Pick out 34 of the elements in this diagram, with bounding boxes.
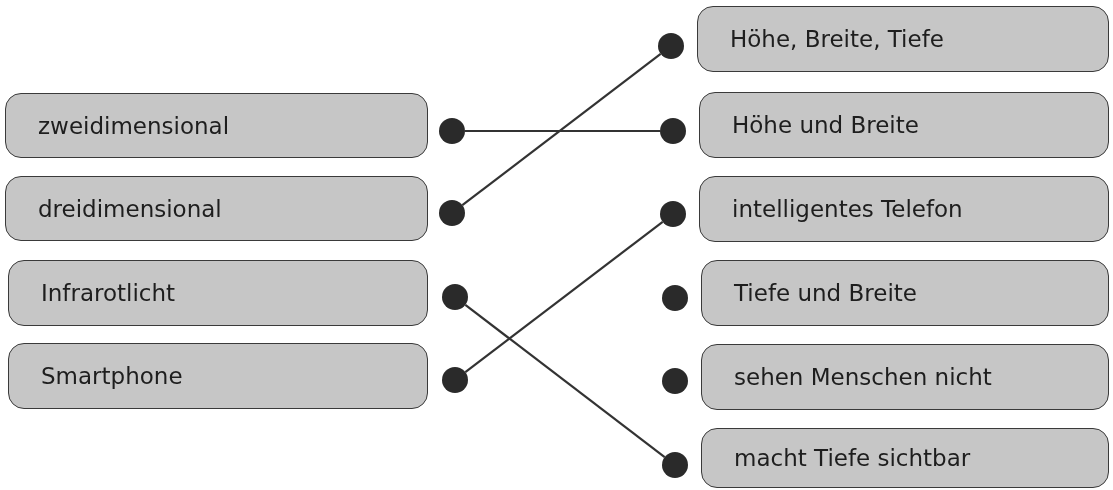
answer-card bbox=[701, 428, 1109, 488]
connection-dot bbox=[660, 118, 686, 144]
connection-dot bbox=[439, 200, 465, 226]
connection-dot bbox=[439, 118, 465, 144]
connection-dot bbox=[662, 368, 688, 394]
connecting-line bbox=[464, 221, 664, 373]
answer-card bbox=[699, 92, 1109, 158]
answer-card bbox=[701, 260, 1109, 326]
answer-card bbox=[5, 93, 428, 158]
answer-card bbox=[8, 343, 428, 409]
card-text: Infrarotlicht bbox=[41, 280, 176, 306]
card-text: sehen Menschen nicht bbox=[734, 364, 992, 390]
card-text: Smartphone bbox=[41, 363, 183, 389]
connection-dot bbox=[442, 284, 468, 310]
connection-dot bbox=[658, 33, 684, 59]
card-text: dreidimensional bbox=[38, 195, 222, 222]
answer-card bbox=[5, 176, 428, 241]
answer-card bbox=[8, 260, 428, 326]
card-text: zweidimensional bbox=[38, 112, 230, 139]
connecting-line bbox=[465, 129, 660, 133]
connection-dot bbox=[660, 201, 686, 227]
card-text: intelligentes Telefon bbox=[732, 196, 963, 222]
connecting-line bbox=[464, 304, 666, 458]
card-text: macht Tiefe sichtbar bbox=[734, 445, 971, 471]
card-text: Höhe, Breite, Tiefe bbox=[730, 26, 944, 52]
connection-dot bbox=[662, 285, 688, 311]
answer-card bbox=[697, 6, 1109, 72]
card-text: Tiefe und Breite bbox=[734, 280, 917, 306]
connecting-line bbox=[461, 53, 662, 206]
connection-dot bbox=[442, 367, 468, 393]
answer-card bbox=[699, 176, 1109, 242]
answer-card bbox=[701, 344, 1109, 410]
card-text: Höhe und Breite bbox=[732, 112, 919, 138]
connection-dot bbox=[662, 452, 688, 478]
